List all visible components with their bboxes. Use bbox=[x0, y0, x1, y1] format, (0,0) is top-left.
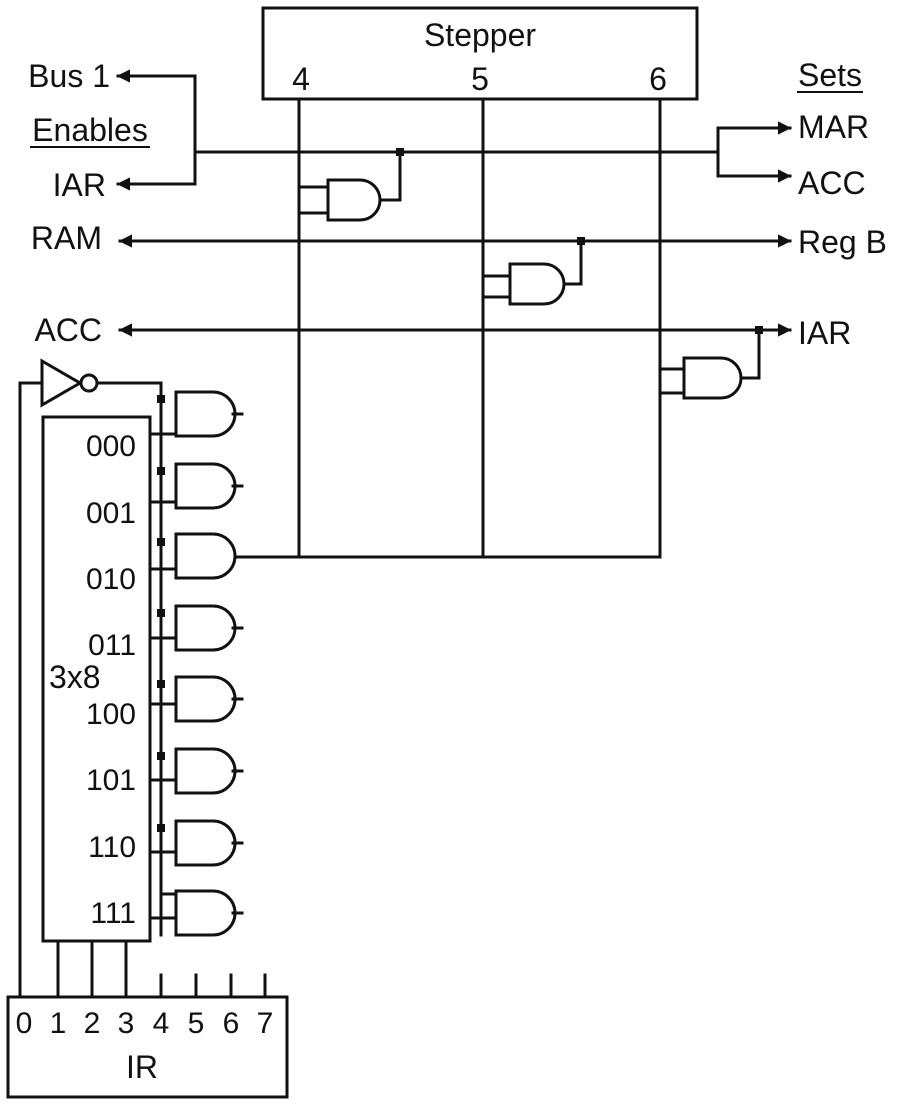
and-gate-step5 bbox=[508, 239, 583, 306]
stepper-wires bbox=[297, 97, 686, 559]
decoder-output-111: 111 bbox=[90, 897, 136, 930]
sets-labels: Sets MAR ACC Reg B IAR bbox=[797, 57, 887, 351]
enables-labels: Bus 1 Enables IAR RAM ACC bbox=[28, 58, 150, 348]
gate4-output bbox=[378, 150, 402, 202]
and-gate-010 bbox=[148, 532, 237, 580]
and-gate-step6 bbox=[682, 328, 761, 400]
ir-bit-5: 5 bbox=[188, 1007, 205, 1040]
gate5-output bbox=[562, 239, 583, 286]
stepper-step-4: 4 bbox=[292, 61, 310, 97]
label-set-acc: ACC bbox=[798, 165, 866, 201]
decoder-output-011: 011 bbox=[88, 629, 136, 662]
instruction-register: 0 1 2 3 4 5 6 7 IR bbox=[6, 939, 289, 1099]
junction-dot bbox=[755, 326, 763, 334]
instruction-010-wire bbox=[231, 211, 686, 559]
stepper: Stepper 4 5 6 bbox=[261, 6, 699, 101]
ir-bit0-wire bbox=[18, 381, 44, 999]
ir-bit-3: 3 bbox=[118, 1007, 135, 1040]
and-gate-101 bbox=[148, 747, 244, 795]
ir-bit-4: 4 bbox=[153, 1007, 170, 1040]
ir-bit-0: 0 bbox=[16, 1007, 33, 1040]
ir-box bbox=[6, 995, 289, 1099]
stepper-step-6: 6 bbox=[649, 61, 667, 97]
ir-bit-1: 1 bbox=[50, 1007, 67, 1040]
junction-dots bbox=[396, 148, 763, 334]
gate6-output bbox=[739, 328, 761, 380]
label-enables-heading: Enables bbox=[32, 112, 148, 148]
stepper-title: Stepper bbox=[424, 17, 536, 53]
decoder-3x8: 3x8 000 001 010 011 100 101 110 111 bbox=[41, 415, 152, 943]
decoder-output-000: 000 bbox=[86, 430, 136, 463]
decoder-box bbox=[41, 415, 152, 943]
and-gate-001 bbox=[148, 462, 244, 510]
decoder-output-010: 010 bbox=[86, 563, 136, 596]
and-gate-011 bbox=[148, 604, 244, 652]
label-set-iar: IAR bbox=[798, 315, 851, 351]
and-gate-111 bbox=[148, 889, 244, 937]
control-lines bbox=[116, 69, 792, 337]
junction-dot bbox=[396, 148, 404, 156]
and-gate-000 bbox=[148, 390, 244, 438]
ir-bit-6: 6 bbox=[223, 1007, 240, 1040]
and-gate-100 bbox=[148, 675, 244, 723]
stepper-box bbox=[261, 6, 699, 101]
decoder-output-001: 001 bbox=[86, 497, 136, 530]
not-gate-bit0 bbox=[18, 358, 163, 999]
label-set-regb: Reg B bbox=[798, 224, 887, 260]
label-enable-acc: ACC bbox=[34, 312, 102, 348]
decoder-output-100: 100 bbox=[86, 698, 136, 731]
decoder-and-gates bbox=[148, 390, 244, 937]
ir-bit-2: 2 bbox=[84, 1007, 101, 1040]
and-gate-110 bbox=[148, 819, 244, 867]
label-sets-heading: Sets bbox=[798, 57, 862, 93]
label-bus1: Bus 1 bbox=[28, 58, 110, 94]
label-set-mar: MAR bbox=[798, 109, 869, 145]
stepper-step-5: 5 bbox=[471, 61, 489, 97]
label-enable-ram: RAM bbox=[31, 220, 102, 256]
junction-dot bbox=[577, 237, 585, 245]
not-output-enable-line bbox=[95, 381, 163, 937]
decoder-label: 3x8 bbox=[49, 659, 101, 695]
decoder-output-110: 110 bbox=[88, 831, 136, 864]
label-enable-iar: IAR bbox=[53, 167, 106, 203]
and-gate-step4 bbox=[326, 150, 402, 222]
ir-label: IR bbox=[126, 1049, 158, 1085]
decoder-output-101: 101 bbox=[86, 764, 136, 797]
ir-bit-7: 7 bbox=[257, 1007, 274, 1040]
